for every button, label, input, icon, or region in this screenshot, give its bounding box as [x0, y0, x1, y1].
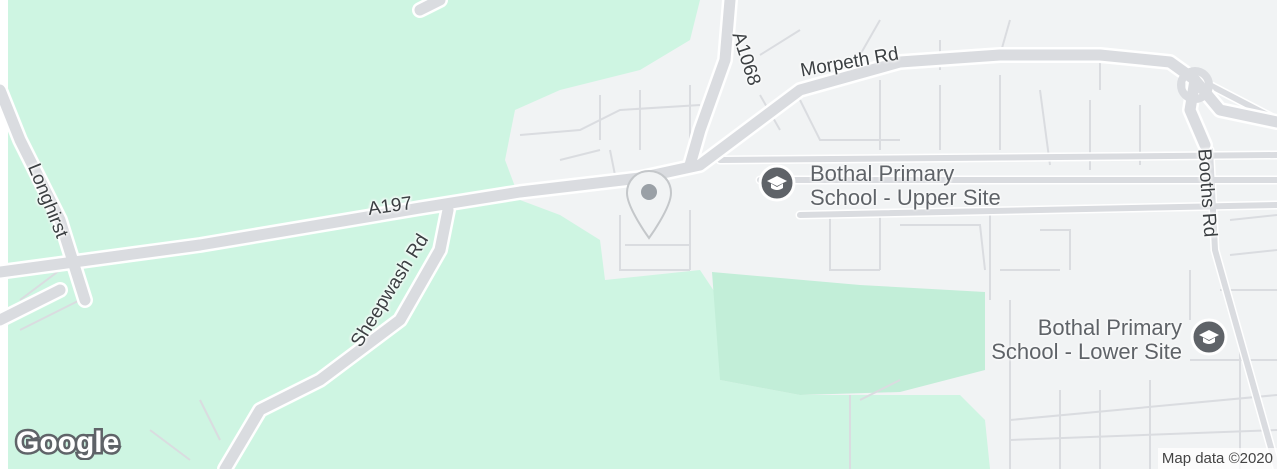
- location-pin-icon[interactable]: [624, 168, 674, 247]
- school-icon[interactable]: [1190, 318, 1228, 356]
- poi-label-upper-site[interactable]: Bothal Primary School - Upper Site: [810, 162, 1001, 210]
- logo-text: Google: [16, 426, 119, 459]
- poi-label-line2: School - Lower Site: [991, 339, 1182, 364]
- poi-label-lower-site[interactable]: Bothal Primary School - Lower Site: [946, 316, 1182, 364]
- park-patch: [712, 272, 985, 395]
- google-logo: Google: [14, 424, 134, 465]
- poi-label-line1: Bothal Primary: [810, 161, 955, 186]
- school-icon[interactable]: [758, 164, 796, 202]
- park-area: [0, 0, 990, 469]
- poi-label-line1: Bothal Primary: [1037, 315, 1182, 340]
- map-attribution[interactable]: Map data ©2020: [1157, 448, 1277, 469]
- poi-label-line2: School - Upper Site: [810, 185, 1001, 210]
